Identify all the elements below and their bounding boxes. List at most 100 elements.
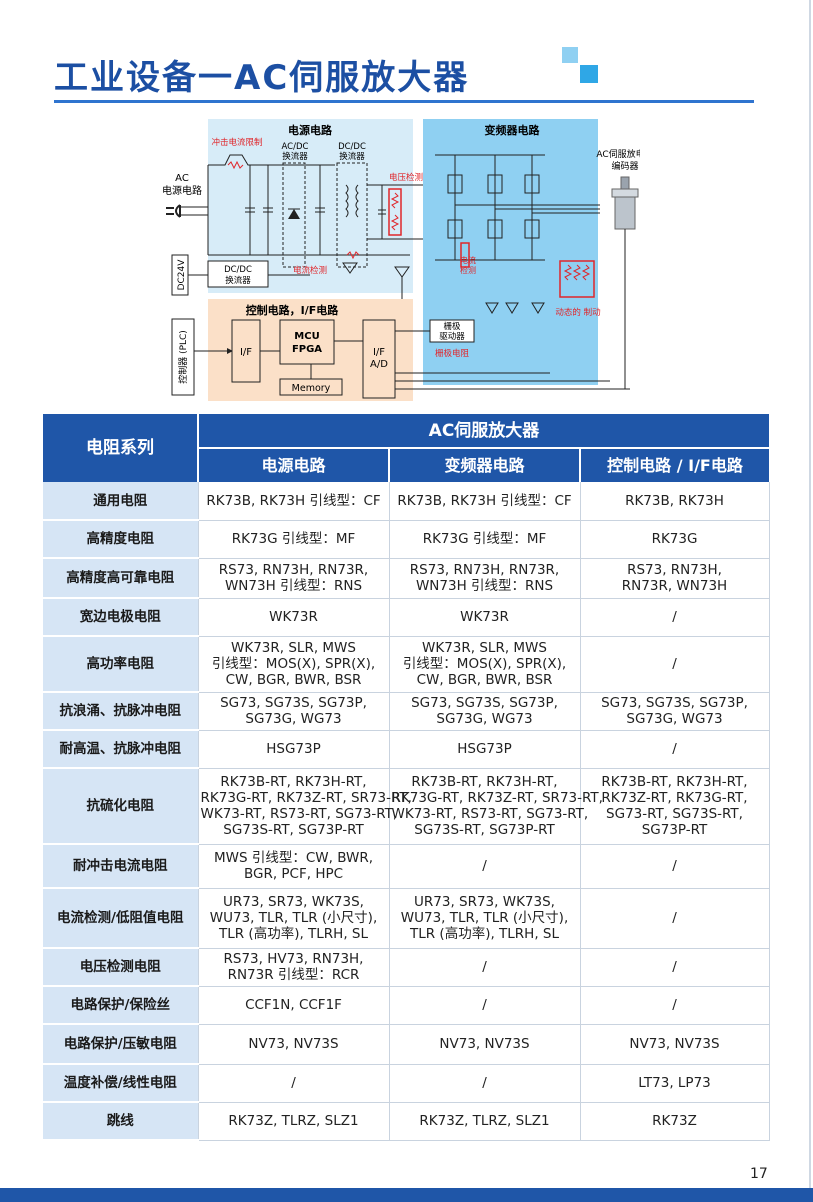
cell-line: RK73G 引线型：MF bbox=[422, 531, 547, 547]
cell-line: WK73-RT, RS73-RT, SG73-RT, bbox=[391, 806, 589, 822]
table-cell: SG73, SG73S, SG73P,SG73G, WG73 bbox=[197, 692, 389, 731]
table-cell: / bbox=[579, 888, 770, 949]
table-cell: LT73, LP73 bbox=[579, 1064, 770, 1103]
cell-line: / bbox=[672, 741, 677, 757]
cell-line: WK73-RT, RS73-RT, SG73-RT, bbox=[200, 806, 398, 822]
power-circuit-label: 电源电路 bbox=[288, 123, 333, 137]
cell-line: MWS 引线型：CW, BWR, bbox=[213, 850, 373, 866]
row-header: 耐高温、抗脉冲电阻 bbox=[43, 730, 198, 769]
cell-line: RK73B-RT, RK73H-RT, bbox=[601, 774, 748, 790]
resistor-table: 电阻系列 AC伺服放大器 电源电路 变频器电路 控制电路 / I/F电路 通用电… bbox=[43, 414, 770, 1141]
table-cell: / bbox=[579, 598, 770, 637]
inverter-current-resistor bbox=[460, 242, 470, 268]
group-header: AC伺服放大器 bbox=[197, 414, 769, 449]
table-cell: RK73B-RT, RK73H-RT,RK73Z-RT, RK73G-RT, SG… bbox=[579, 768, 770, 845]
dcdc-converter-box bbox=[207, 260, 269, 288]
cell-line: SG73, SG73S, SG73P, bbox=[220, 695, 367, 711]
memory-label: Memory bbox=[292, 383, 331, 394]
ac-label-2: 电源电路 bbox=[162, 184, 202, 197]
table-cell: / bbox=[579, 636, 770, 693]
row-header: 高精度高可靠电阻 bbox=[43, 558, 198, 599]
table-cell: RK73B-RT, RK73H-RT,RK73G-RT, RK73Z-RT, S… bbox=[197, 768, 412, 845]
footer-bar bbox=[0, 1188, 813, 1202]
table-cell: MWS 引线型：CW, BWR,BGR, PCF, HPC bbox=[197, 844, 389, 889]
plc-box bbox=[171, 318, 195, 396]
cell-line: RK73B-RT, RK73H-RT, bbox=[411, 774, 558, 790]
table-cell: RK73B, RK73H 引线型：CF bbox=[388, 482, 580, 521]
cell-line: UR73, SR73, WK73S, bbox=[414, 894, 555, 910]
cell-line: / bbox=[672, 910, 677, 926]
table-cell: / bbox=[197, 1064, 389, 1103]
table-cell: RK73B-RT, RK73H-RT,RK73G-RT, RK73Z-RT, S… bbox=[388, 768, 603, 845]
cell-line: UR73, SR73, WK73S, bbox=[223, 894, 364, 910]
cell-line: SG73P-RT bbox=[641, 822, 708, 838]
column-header-power: 电源电路 bbox=[197, 448, 389, 482]
ifad-block bbox=[362, 319, 396, 399]
column-header-inverter: 变频器电路 bbox=[388, 448, 580, 482]
table-cell: CCF1N, CCF1F bbox=[197, 986, 389, 1025]
table-cell: RK73G 引线型：MF bbox=[197, 520, 389, 559]
cell-line: WK73R, SLR, MWS bbox=[422, 640, 547, 656]
cell-line: LT73, LP73 bbox=[638, 1075, 711, 1091]
cell-line: SG73G, WG73 bbox=[436, 711, 533, 727]
gate-resistor-label: 栅极电阻 bbox=[435, 348, 470, 359]
dcdc-label-2: 换流器 bbox=[339, 151, 365, 162]
gate-driver-label-1: 栅极 bbox=[443, 321, 461, 332]
decor-square-dark bbox=[580, 65, 598, 83]
cell-line: / bbox=[482, 997, 487, 1013]
cell-line: RS73, HV73, RN73H, bbox=[223, 951, 364, 967]
table-row: 耐高温、抗脉冲电阻 HSG73P HSG73P / bbox=[43, 730, 770, 769]
cell-line: NV73, NV73S bbox=[248, 1036, 339, 1052]
inverter-bridge bbox=[435, 154, 600, 261]
table-cell: WK73R bbox=[388, 598, 580, 637]
cell-line: RK73Z-RT, RK73G-RT, bbox=[601, 790, 748, 806]
table-cell: / bbox=[579, 844, 770, 889]
table-cell: RS73, RN73H, RN73R,WN73H 引线型：RNS bbox=[388, 558, 580, 599]
motor-label-2: 编码器 bbox=[611, 160, 638, 172]
table-cell: RK73G 引线型：MF bbox=[388, 520, 580, 559]
row-header: 电压检测电阻 bbox=[43, 948, 198, 987]
dynamic-brake-box bbox=[559, 260, 595, 298]
table-cell: / bbox=[579, 730, 770, 769]
row-header: 抗硫化电阻 bbox=[43, 768, 198, 845]
inverter-circuit-label: 变频器电路 bbox=[485, 123, 541, 137]
acdc-block bbox=[282, 162, 306, 268]
series-header: 电阻系列 bbox=[43, 414, 198, 482]
cell-line: RK73G bbox=[651, 531, 698, 547]
row-header: 抗浪涌、抗脉冲电阻 bbox=[43, 692, 198, 731]
cell-line: CW, BGR, BWR, BSR bbox=[225, 672, 362, 688]
cell-line: RK73G-RT, RK73Z-RT, SR73-RT, bbox=[391, 790, 603, 806]
table-cell: RS73, HV73, RN73H,RN73R 引线型：RCR bbox=[197, 948, 389, 987]
table-cell: NV73, NV73S bbox=[197, 1024, 389, 1065]
table-cell: UR73, SR73, WK73S,WU73, TLR, TLR (小尺寸),T… bbox=[197, 888, 389, 949]
table-cell: SG73, SG73S, SG73P,SG73G, WG73 bbox=[388, 692, 580, 731]
table-cell: RK73B, RK73H bbox=[579, 482, 770, 521]
row-header: 电流检测/低阻值电阻 bbox=[43, 888, 198, 949]
mcu-label-1: MCU bbox=[294, 331, 319, 342]
table-cell: WK73R bbox=[197, 598, 389, 637]
cell-line: WK73R, SLR, MWS bbox=[231, 640, 356, 656]
table-row: 温度补偿/线性电阻//LT73, LP73 bbox=[43, 1064, 770, 1103]
cell-line: RK73B, RK73H 引线型：CF bbox=[397, 492, 572, 509]
cell-line: / bbox=[482, 1075, 487, 1091]
voltage-detect-label: 电压检测 bbox=[389, 172, 423, 183]
row-header: 温度补偿/线性电阻 bbox=[43, 1064, 198, 1103]
motor-icon bbox=[611, 176, 639, 230]
table-row: 高精度高可靠电阻 RS73, RN73H, RN73R,WN73H 引线型：RNS… bbox=[43, 558, 770, 599]
inverter-current-label-1: 电流 bbox=[460, 255, 476, 265]
row-header: 高精度电阻 bbox=[43, 520, 198, 559]
row-header: 宽边电极电阻 bbox=[43, 598, 198, 637]
cell-line: HSG73P bbox=[266, 741, 321, 757]
row-header: 耐冲击电流电阻 bbox=[43, 844, 198, 889]
cell-line: 引线型：MOS(X), SPR(X), bbox=[402, 656, 567, 672]
decor-square-light bbox=[562, 47, 578, 63]
cell-line: HSG73P bbox=[457, 741, 512, 757]
